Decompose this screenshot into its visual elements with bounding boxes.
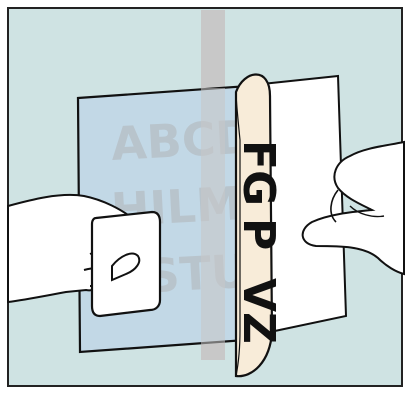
flipped-letters-row-1: FG	[233, 140, 284, 206]
flipped-letters-row-2: P	[233, 218, 284, 250]
masking-tape-overlay	[201, 88, 225, 348]
flipped-letters-row-3: VZ	[233, 278, 284, 344]
flipped-lettering: FG P VZ	[233, 140, 284, 344]
